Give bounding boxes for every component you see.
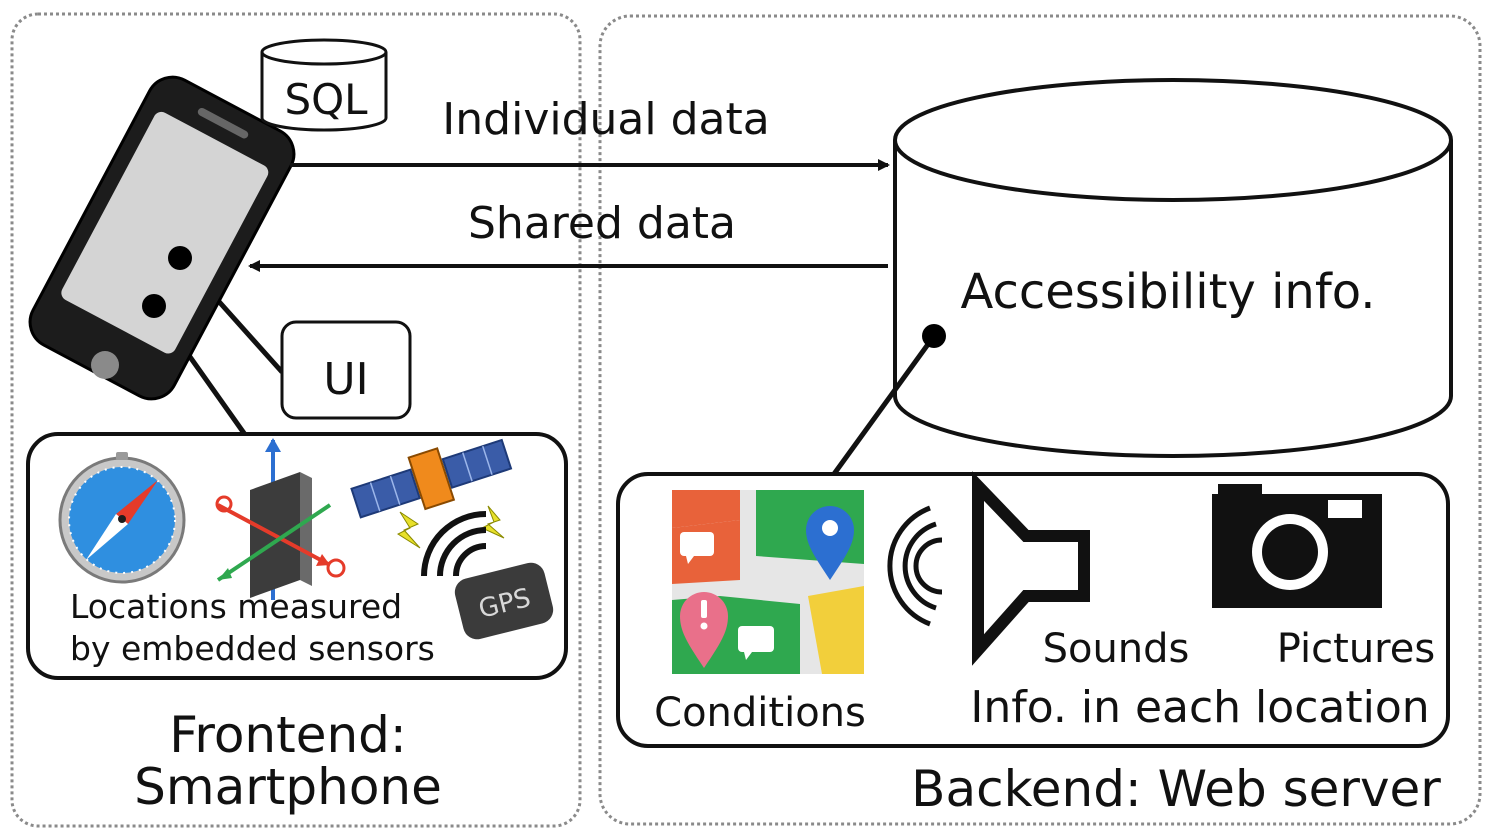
accelerometer-icon — [215, 438, 346, 600]
conditions-label: Conditions — [654, 690, 866, 736]
compass-icon — [58, 452, 186, 584]
sql-database-icon — [260, 38, 388, 132]
sensors-caption-line1: Locations measured — [70, 587, 402, 626]
ui-label: UI — [323, 354, 368, 405]
individual-data-label: Individual data — [442, 94, 769, 145]
backend-title: Backend: Web server — [911, 760, 1441, 818]
sound-waves-icon — [887, 505, 943, 627]
location-info-label: Info. in each location — [970, 682, 1429, 733]
database-to-info-connector — [831, 334, 937, 476]
frontend-title-line2: Smartphone — [134, 758, 442, 816]
frontend-title-line1: Frontend: — [169, 706, 407, 764]
accessibility-database-icon — [893, 78, 1453, 458]
smartphone-icon — [28, 75, 296, 401]
sounds-label: Sounds — [1043, 626, 1190, 672]
sql-label: SQL — [284, 75, 368, 124]
sensors-caption-line2: by embedded sensors — [70, 629, 435, 668]
speaker-icon — [972, 471, 1090, 666]
frontend-region — [10, 12, 582, 828]
ui-box — [280, 320, 412, 420]
database-label: Accessibility info. — [960, 264, 1375, 320]
satellite-icon — [350, 438, 513, 549]
pictures-label: Pictures — [1277, 626, 1435, 672]
camera-icon — [1212, 484, 1382, 608]
backend-region — [598, 14, 1482, 826]
gps-receiver-icon: GPS — [454, 562, 554, 640]
gps-signal-icon — [421, 511, 487, 577]
shared-data-label: Shared data — [468, 198, 736, 249]
map-conditions-icon — [672, 490, 864, 674]
database-connector-dot — [922, 324, 946, 348]
